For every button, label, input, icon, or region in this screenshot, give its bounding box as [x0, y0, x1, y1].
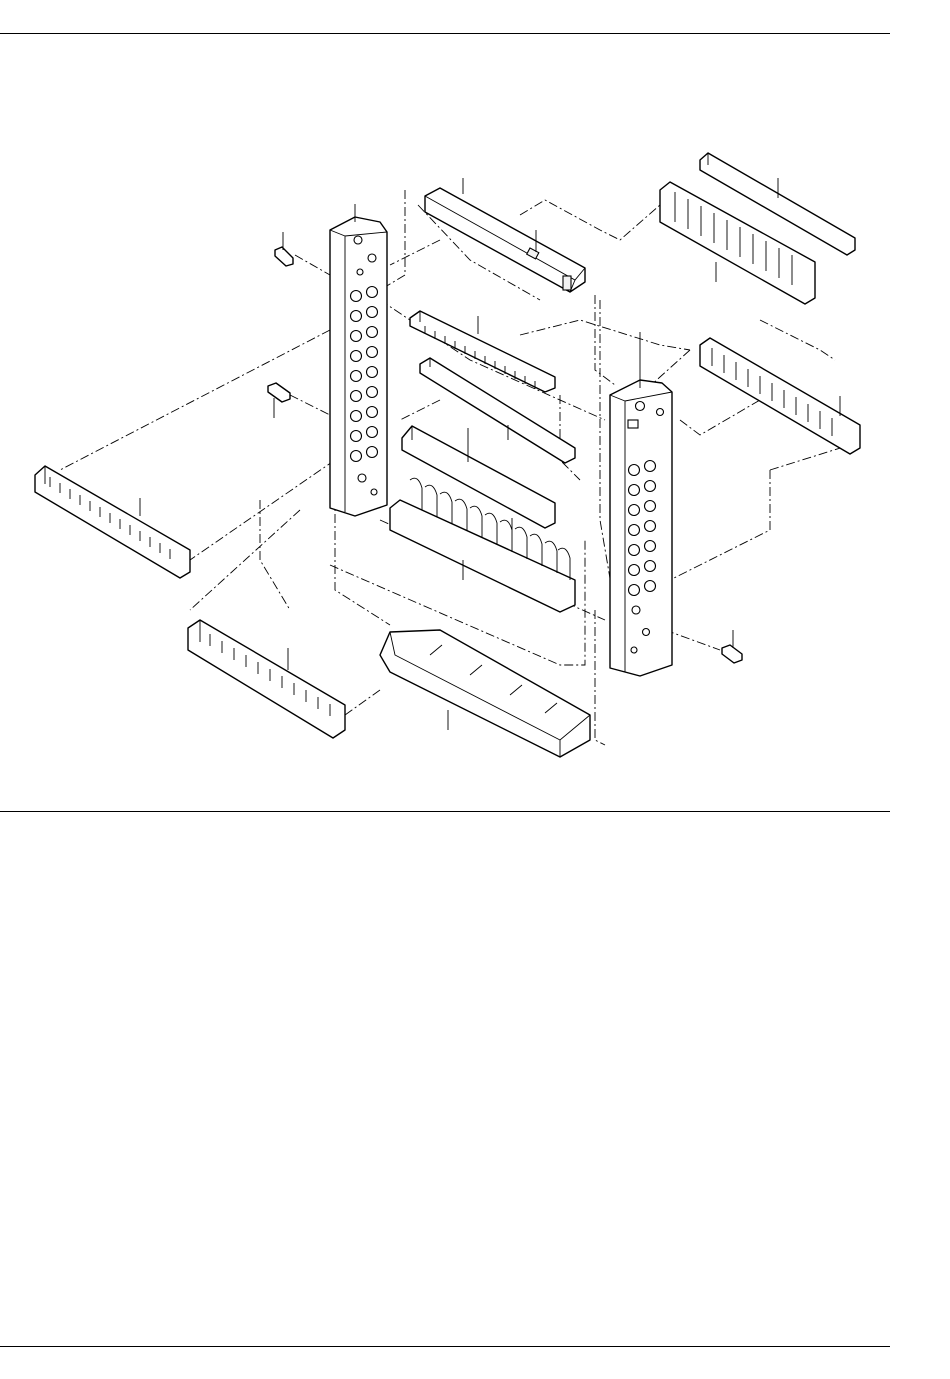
small-pin-upper-left: [275, 232, 293, 266]
right-comb-rail: [700, 338, 860, 454]
small-pin-lower-right: [722, 630, 742, 663]
small-pin-mid-left: [268, 383, 290, 418]
left-terminal-rail: [35, 466, 190, 578]
bottom-rule: [0, 1346, 890, 1347]
exploded-parts-diagram: [0, 0, 950, 800]
lower-left-terminal-rail: [188, 620, 345, 738]
left-side-panel: [330, 204, 387, 516]
top-cover-bar: [425, 178, 585, 292]
middle-rule: [0, 811, 890, 812]
right-side-panel: [610, 332, 672, 676]
upper-right-comb-rail: [660, 182, 815, 304]
bottom-tray: [380, 630, 590, 757]
